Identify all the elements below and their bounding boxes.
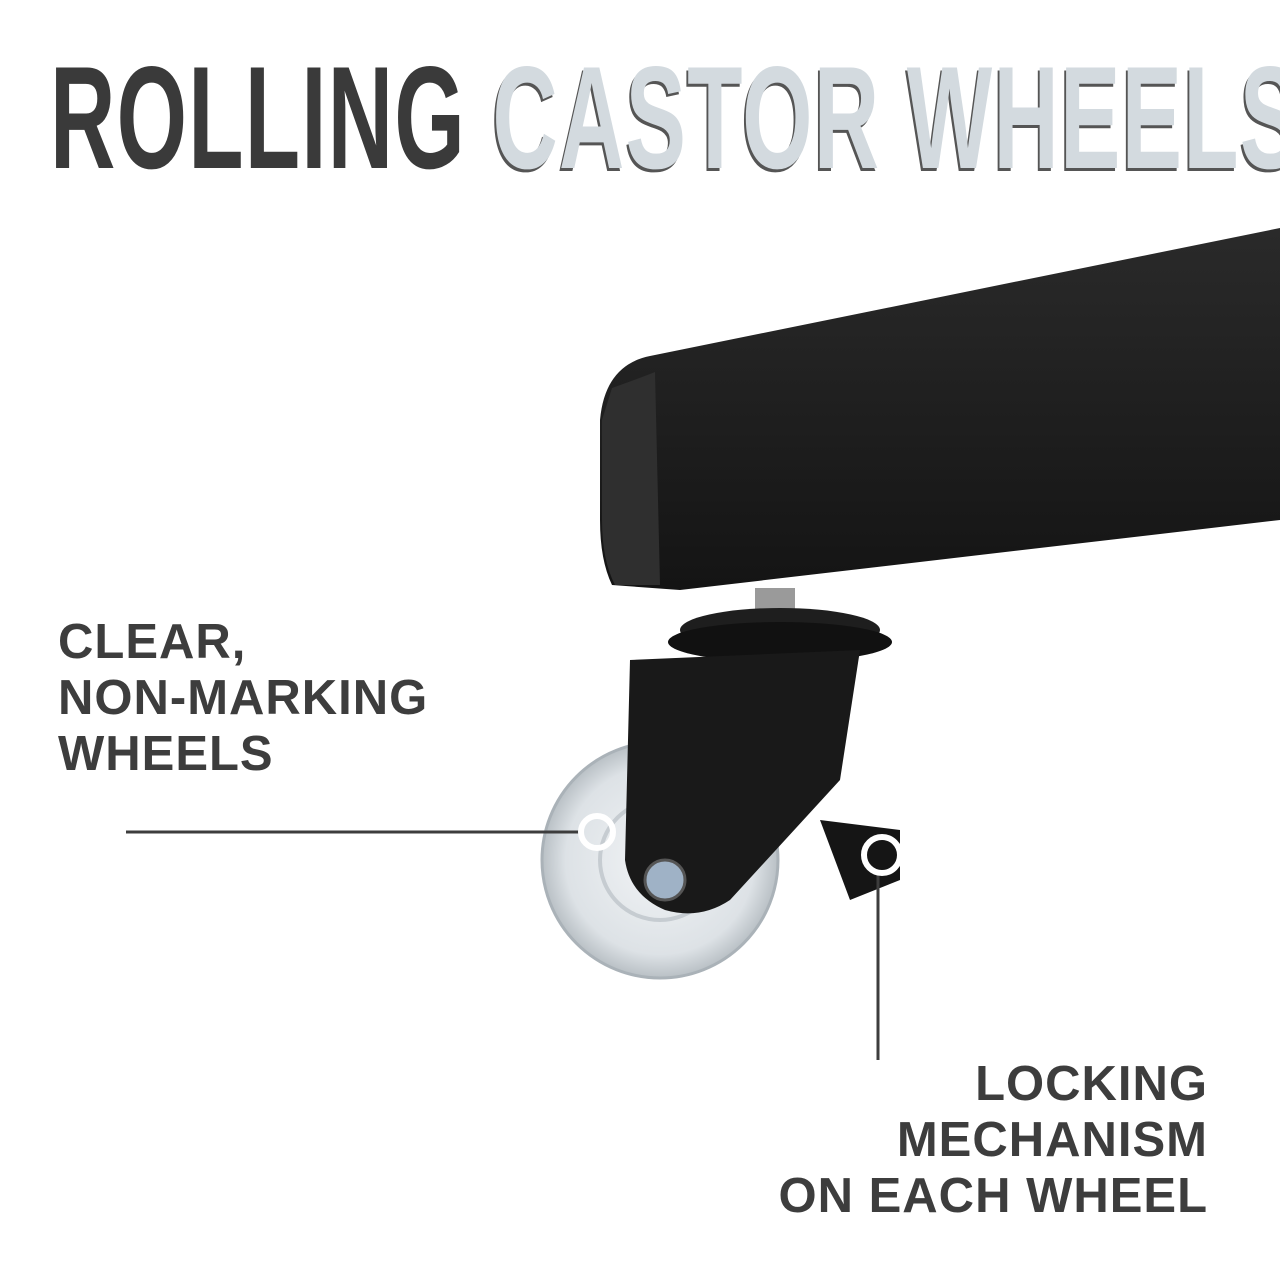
title-part-1: ROLLING bbox=[50, 36, 466, 199]
callout-line: LOCKING bbox=[975, 1057, 1208, 1111]
callout-clear-wheels: CLEAR, NON-MARKING WHEELS bbox=[58, 614, 428, 782]
callout-line: CLEAR, bbox=[58, 615, 247, 669]
callout-line-lock bbox=[861, 834, 903, 1060]
page-title: ROLLING CASTOR WHEELS bbox=[50, 45, 1280, 191]
callout-line: MECHANISM bbox=[896, 1113, 1208, 1167]
title-part-2: CASTOR WHEELS bbox=[492, 36, 1280, 199]
callout-line: ON EACH WHEEL bbox=[778, 1169, 1208, 1223]
callout-line: WHEELS bbox=[58, 727, 274, 781]
chair-leg bbox=[600, 228, 1280, 590]
caster-mount bbox=[668, 588, 892, 662]
callout-line: NON-MARKING bbox=[58, 671, 429, 725]
callout-line-wheels bbox=[126, 813, 616, 851]
callout-locking-mechanism: LOCKING MECHANISM ON EACH WHEEL bbox=[779, 1056, 1209, 1224]
